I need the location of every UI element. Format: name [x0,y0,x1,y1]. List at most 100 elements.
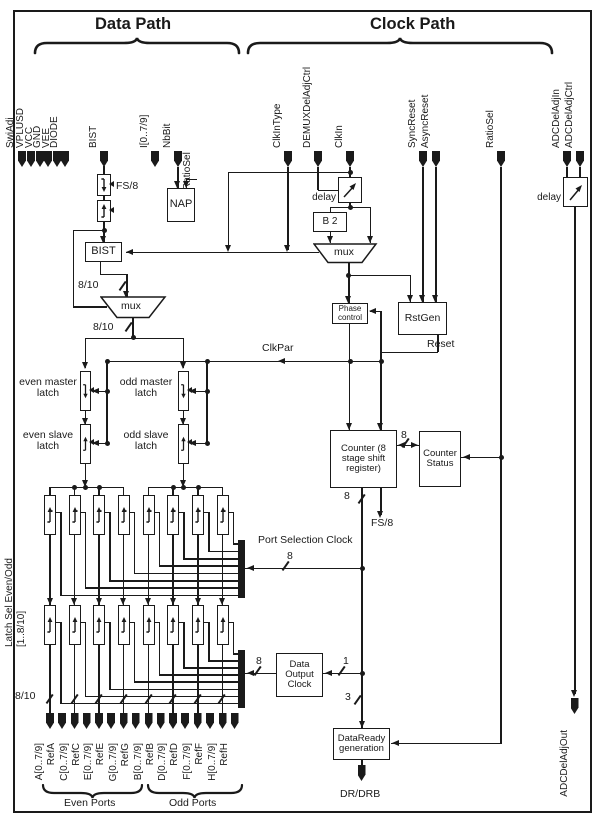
label-demuxdeladjctrl: DEMUXDelAdjCtrl [302,66,313,148]
pin-swiadj [18,151,26,167]
port-selection-clock-label: Port Selection Clock [258,534,353,546]
data-mux-label: mux [121,300,141,312]
port-pin [82,713,91,729]
port-latch [117,495,130,535]
port-label: RefH [218,743,230,766]
port-pin [95,713,103,729]
bus-8-counter: 8 [344,490,350,502]
label-clkin: ClkIn [334,125,345,148]
port-latch [142,495,155,535]
port-latch [44,605,56,645]
port-latch [216,605,229,645]
port-label: G[0..7/9] [107,743,119,782]
port-label: RefD [169,743,180,766]
data-path-brace [33,37,241,55]
fs8-label-mid: FS/8 [371,517,394,529]
even-ports-label: Even Ports [64,797,116,809]
label-adcdeladjctrl: ADCDelAdjCtrl [564,81,575,148]
label-adcdeladjin: ADCDelAdjIn [551,89,562,148]
port-pin [58,713,66,729]
port-pin [169,713,177,729]
port-pin [144,713,153,729]
port-pin [46,713,54,729]
pin-syncreset [419,151,427,167]
pin-bist [100,151,108,167]
clock-path-brace [246,37,554,55]
bist-block: BIST [85,242,122,262]
port-pin [107,713,115,729]
port-label: C[0..7/9] [58,743,70,781]
bus-8-status: 8 [401,429,407,441]
pin-demuxdeladjctrl [314,151,322,167]
pin-nbbit [174,151,182,167]
port-pin [193,713,202,729]
port-pin [70,713,79,729]
pin-diode [61,151,69,167]
clock-mux-block [313,243,378,264]
pin-vplusd [27,151,35,167]
port-pin [218,713,227,729]
odd-slave-latch-label: odd slave latch [123,429,169,452]
bus-8-doc: 8 [256,655,262,667]
pin-asyncreset [432,151,440,167]
bist-input-latch-1 [97,174,111,196]
port-latch [93,495,105,535]
clock-delay-block [338,177,362,203]
adcdeladjout-label: ADCDelAdjOut [559,730,570,797]
counter-status-block: Counter Status [419,431,461,487]
bus-8-psc: 8 [287,550,293,562]
fs8-label-top: FS/8 [116,180,139,192]
label-i-bus: I[0..7/9] [139,114,150,148]
port-latch [216,495,229,535]
label-clkintype: ClkInType [272,103,283,148]
pin-vee [53,151,61,167]
port-label: F[0..7/9] [181,743,193,780]
clkpar-label: ClkPar [262,342,294,354]
port-latch [93,605,105,645]
port-label: RefF [194,743,205,765]
figure-frame [13,10,592,813]
port-label: H[0..7/9] [206,743,218,781]
dr-drb-label: DR/DRB [340,788,381,800]
even-master-latch-label: even master latch [19,376,77,399]
data-path-title: Data Path [95,15,172,33]
pin-clkin [346,151,354,167]
phase-control-block: Phase control [332,303,368,324]
bus-3-label: 3 [345,691,351,703]
latch-sel-range-label: [1..8/10] [16,610,27,647]
port-label: RefB [144,743,156,766]
clock-collector-bar-1 [238,540,245,598]
port-latch [192,495,204,535]
clock-tick-icon [109,181,114,187]
latch-sel-label: Latch Sel Even/Odd [4,558,15,647]
divide-by-2-block: B 2 [313,212,347,232]
bus-1-label: 1 [343,655,349,667]
pin-adcdeladjin [563,151,571,167]
bus-810-label-1: 8/10 [78,279,99,291]
label-ratiosel-clock: RatioSel [485,110,496,148]
data-output-clock-block: Data Output Clock [276,653,323,697]
clock-tick-icon [89,439,94,445]
port-pin [156,713,165,729]
even-slave-latch-label: even slave latch [22,429,74,452]
label-syncreset: SyncReset [407,99,418,148]
port-label: RefE [95,743,106,766]
port-pin [131,713,140,729]
variable-delay-icon [343,183,356,198]
port-label: RefG [119,743,131,767]
port-label: A[0..7/9] [34,743,45,781]
label-asyncreset: AsyncReset [420,94,431,148]
port-latch [68,495,81,535]
variable-delay-icon [568,185,582,201]
label-diode: DIODE [49,116,60,148]
pin-gnd [44,151,52,167]
odd-ports-label: Odd Ports [169,797,217,809]
even-ports-brace [41,784,144,799]
port-latch [142,605,155,645]
pin-clkintype [284,151,292,167]
dataready-generation-block: DataReady generation [333,728,390,760]
counter-block: Counter (8 stage shift register) [330,430,397,488]
port-pin [119,713,128,729]
data-mux-block [100,296,167,319]
